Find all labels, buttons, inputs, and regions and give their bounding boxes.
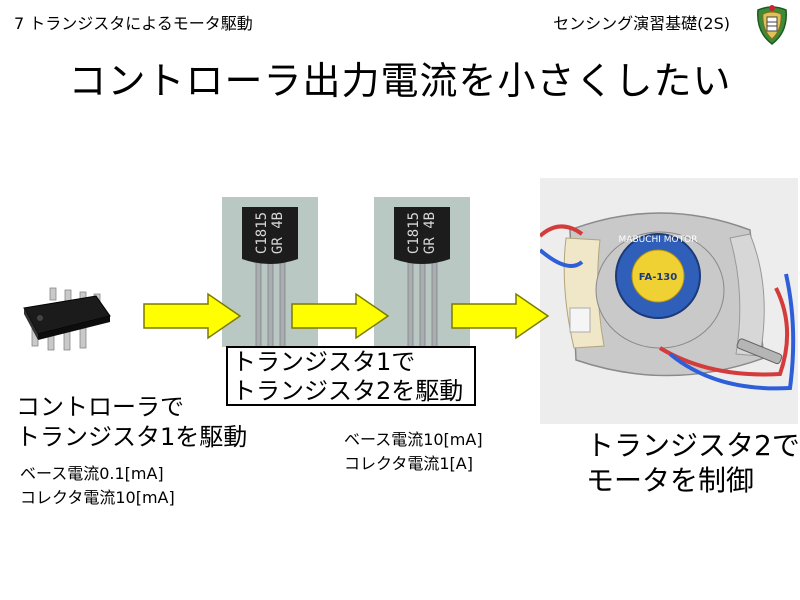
slide-title: コントローラ出力電流を小さくしたい [68, 59, 732, 103]
flow-arrow-1-icon [143, 292, 242, 340]
school-emblem-icon [757, 5, 787, 45]
header-left-title: 7 トランジスタによるモータ駆動 [14, 14, 253, 33]
callout-line-1: トランジスタ1で [232, 348, 416, 376]
transistor-2-marking-1: C1815 [406, 212, 422, 254]
transistor-2-image: C1815 GR 4B [374, 197, 470, 347]
motor-model-text: FA-130 [639, 272, 677, 283]
callout-line-2: トランジスタ2を駆動 [232, 377, 464, 405]
motor-label-line-2: モータを制御 [586, 464, 755, 497]
flow-arrow-2-icon [291, 292, 390, 340]
transistor-1-marking-2: GR 4B [270, 212, 286, 254]
transistor-1-currents: ベース電流10[mA] コレクタ電流1[A] [344, 428, 483, 476]
motor-label-line-1: トランジスタ2で [586, 429, 800, 462]
transistor-1-collector-current: コレクタ電流1[A] [344, 454, 473, 473]
callout-box: トランジスタ1で トランジスタ2を駆動 [226, 346, 476, 406]
transistor-1-marking-1: C1815 [254, 212, 270, 254]
transistor-2-marking-2: GR 4B [422, 212, 438, 254]
controller-label: コントローラで トランジスタ1を駆動 [16, 392, 247, 452]
controller-chip-image [10, 280, 116, 356]
controller-label-line-2: トランジスタ1を駆動 [16, 423, 248, 451]
dc-motor-image: MABUCHI MOTOR FA-130 [540, 178, 798, 424]
controller-base-current: ベース電流0.1[mA] [20, 464, 164, 483]
motor-label: トランジスタ2で モータを制御 [586, 428, 800, 498]
header-course-name: センシング演習基礎(2S) [553, 14, 730, 33]
transistor-1-image: C1815 GR 4B [222, 197, 318, 347]
controller-currents: ベース電流0.1[mA] コレクタ電流10[mA] [20, 462, 175, 510]
transistor-1-base-current: ベース電流10[mA] [344, 430, 483, 449]
controller-collector-current: コレクタ電流10[mA] [20, 488, 175, 507]
motor-brand-text: MABUCHI MOTOR [619, 235, 698, 245]
controller-label-line-1: コントローラで [16, 393, 184, 421]
flow-arrow-3-icon [451, 292, 550, 340]
